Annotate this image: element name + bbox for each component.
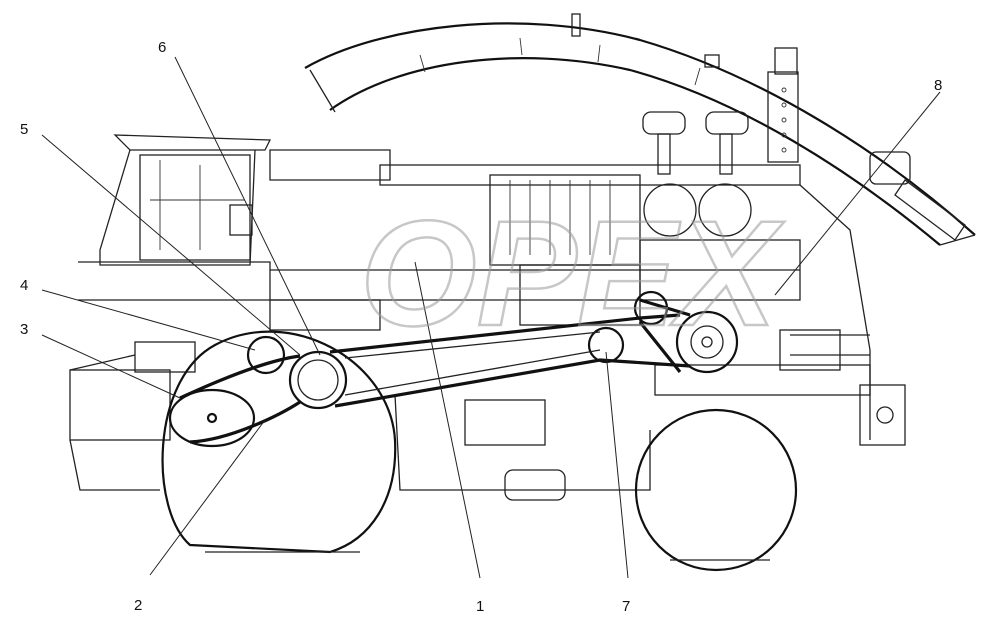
callout-3: 3 bbox=[20, 321, 28, 338]
svg-text:OPEX: OPEX bbox=[360, 189, 785, 357]
belt-front bbox=[179, 354, 301, 400]
callout-8: 8 bbox=[934, 77, 942, 94]
callout-labels: 1 2 3 4 5 6 7 8 bbox=[20, 39, 942, 615]
discharge-spout bbox=[304, 13, 976, 246]
belts bbox=[179, 298, 691, 444]
belt-main-lower bbox=[334, 358, 691, 408]
watermark: OPEX bbox=[359, 188, 786, 359]
pulley-2 bbox=[168, 388, 256, 448]
callout-1: 1 bbox=[476, 598, 484, 615]
drive-pulley bbox=[675, 310, 739, 374]
engine-block bbox=[269, 164, 801, 331]
belt-main-upper bbox=[329, 313, 681, 354]
callout-5: 5 bbox=[20, 121, 28, 138]
front-header bbox=[69, 341, 196, 491]
exhaust-and-filters bbox=[642, 47, 799, 175]
leader-lines bbox=[41, 56, 941, 579]
pulley-2-hub bbox=[206, 412, 218, 424]
operator-cab bbox=[78, 134, 391, 301]
callout-4: 4 bbox=[20, 277, 28, 294]
callout-7: 7 bbox=[622, 598, 630, 615]
callout-6: 6 bbox=[158, 39, 166, 56]
idler-4 bbox=[246, 335, 286, 375]
chassis-frame bbox=[394, 184, 906, 501]
callout-2: 2 bbox=[134, 597, 142, 614]
